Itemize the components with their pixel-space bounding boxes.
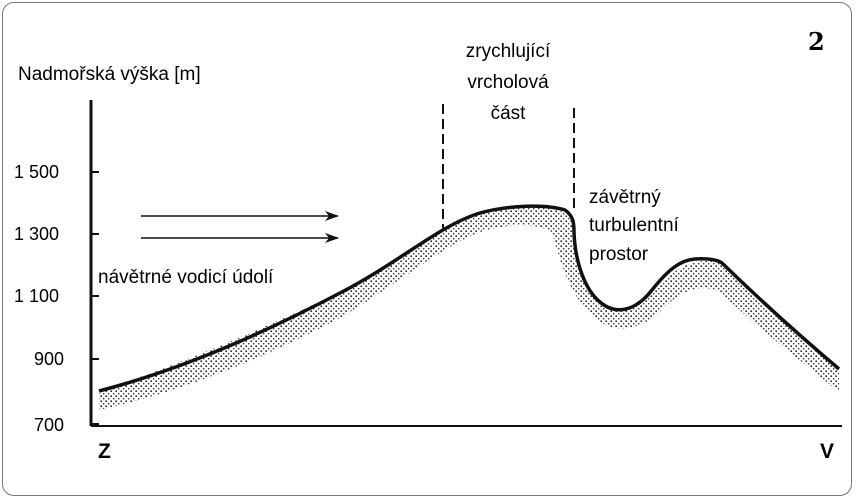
terrain-profile-line	[98, 204, 841, 393]
summit-label-line1: zrychlující	[466, 41, 551, 62]
east-direction-label: V	[820, 440, 834, 463]
tick-label-1100: 1 100	[14, 286, 59, 306]
panel-number: 2	[808, 27, 825, 56]
leeward-label-line2: turbulentní	[589, 215, 680, 236]
summit-label-line3: část	[491, 103, 527, 124]
tick-label-700: 700	[34, 415, 64, 435]
leeward-label-line1: závětrný	[589, 187, 661, 208]
tick-label-1300: 1 300	[14, 224, 59, 244]
tick-label-1500: 1 500	[14, 162, 59, 182]
windward-valley-label: návětrné vodicí údolí	[98, 267, 274, 288]
y-ticks: 1 500 1 300 1 100 900 700	[14, 162, 99, 435]
tick-label-900: 900	[34, 349, 64, 369]
west-direction-label: Z	[98, 440, 111, 463]
summit-label-line2: vrcholová	[467, 72, 549, 93]
y-axis-label: Nadmořská výška [m]	[18, 64, 201, 85]
leeward-label-line3: prostor	[589, 244, 649, 265]
